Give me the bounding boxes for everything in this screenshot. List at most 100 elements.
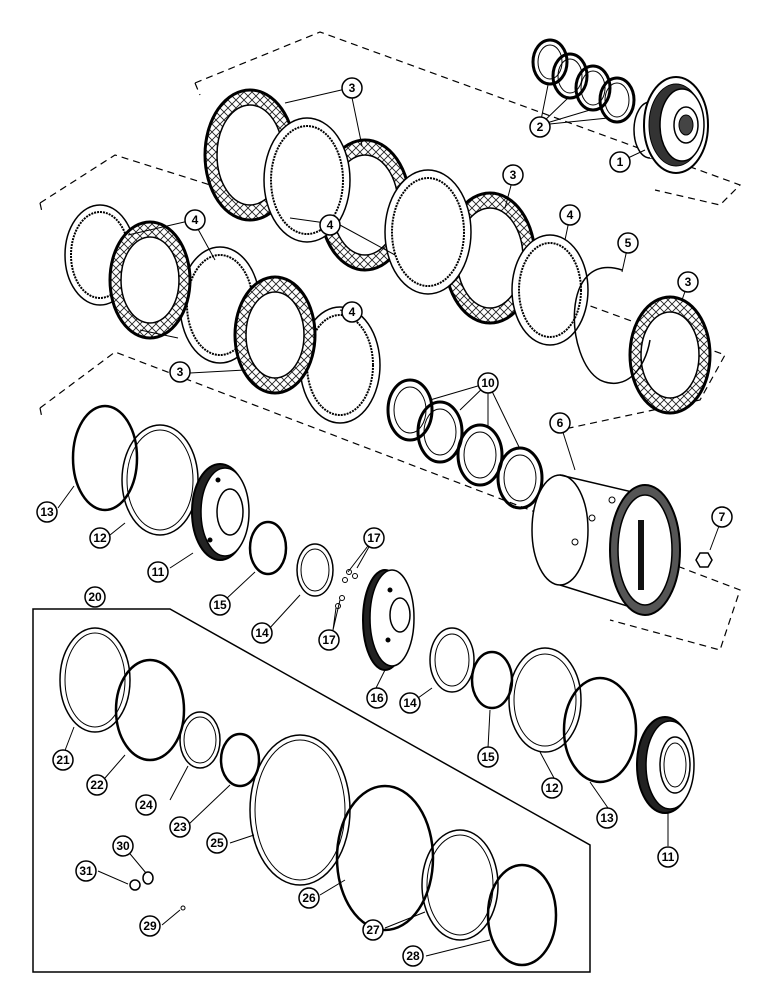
callout-13: 13 — [36, 501, 58, 523]
callout-17: 17 — [318, 629, 340, 651]
hub-part-1 — [633, 76, 709, 174]
callout-22: 22 — [86, 774, 108, 796]
callout-4: 4 — [184, 209, 206, 231]
snap-ring-5 — [573, 266, 651, 385]
svg-text:24: 24 — [139, 798, 153, 812]
svg-text:26: 26 — [302, 891, 316, 905]
svg-text:20: 20 — [88, 590, 102, 604]
svg-text:16: 16 — [370, 691, 384, 705]
svg-text:21: 21 — [56, 753, 70, 767]
svg-text:31: 31 — [79, 864, 93, 878]
svg-text:11: 11 — [662, 850, 675, 864]
callout-4: 4 — [341, 301, 363, 323]
svg-text:10: 10 — [481, 376, 495, 390]
callout-24: 24 — [135, 794, 157, 816]
balls-17 — [335, 569, 358, 609]
callout-29: 29 — [139, 915, 161, 937]
kit-outline — [32, 608, 591, 973]
callout-7: 7 — [711, 506, 733, 528]
seal-ring-15-right — [470, 650, 514, 710]
callout-5: 5 — [617, 232, 639, 254]
callout-1: 1 — [609, 151, 631, 173]
callout-12: 12 — [89, 527, 111, 549]
callout-31: 31 — [75, 860, 97, 882]
svg-text:3: 3 — [349, 81, 356, 95]
svg-text:13: 13 — [600, 811, 614, 825]
svg-text:7: 7 — [719, 510, 726, 524]
seal-ring-13-left — [71, 404, 139, 512]
drum-housing-6 — [531, 474, 681, 616]
seal-ring-15-left — [248, 520, 288, 576]
callout-11: 11 — [657, 846, 679, 868]
svg-text:15: 15 — [213, 598, 227, 612]
svg-text:11: 11 — [152, 565, 165, 579]
svg-text:4: 4 — [349, 305, 356, 319]
svg-text:28: 28 — [406, 949, 420, 963]
svg-text:3: 3 — [685, 275, 692, 289]
callout-14: 14 — [251, 622, 273, 644]
svg-text:23: 23 — [173, 820, 187, 834]
svg-text:27: 27 — [366, 923, 380, 937]
callout-3: 3 — [341, 77, 363, 99]
callout-21: 21 — [52, 749, 74, 771]
steel-plates-row1 — [263, 117, 472, 295]
callout-16: 16 — [366, 687, 388, 709]
kit-seals — [59, 627, 558, 967]
seal-rings-2 — [531, 38, 636, 124]
callout-11: 11 — [147, 561, 169, 583]
svg-text:15: 15 — [481, 750, 495, 764]
callout-25: 25 — [206, 832, 228, 854]
callout-3: 3 — [169, 361, 191, 383]
callout-26: 26 — [298, 887, 320, 909]
callout-28: 28 — [402, 945, 424, 967]
callout-15: 15 — [477, 746, 499, 768]
svg-text:4: 4 — [192, 213, 199, 227]
callout-14: 14 — [399, 692, 421, 714]
svg-text:5: 5 — [625, 236, 632, 250]
svg-text:2: 2 — [537, 120, 544, 134]
svg-text:1: 1 — [617, 155, 624, 169]
callout-30: 30 — [112, 835, 134, 857]
seal-rings-10 — [386, 378, 544, 510]
svg-text:22: 22 — [90, 778, 104, 792]
callout-4: 4 — [319, 214, 341, 236]
seal-ring-14-right — [429, 627, 475, 693]
piston-16 — [362, 569, 415, 671]
svg-text:4: 4 — [327, 218, 334, 232]
svg-text:25: 25 — [210, 836, 224, 850]
svg-text:12: 12 — [545, 781, 559, 795]
callout-2: 2 — [529, 116, 551, 138]
nut-7 — [695, 552, 713, 568]
callout-6: 6 — [549, 412, 571, 434]
svg-text:6: 6 — [557, 416, 564, 430]
callout-4: 4 — [559, 204, 581, 226]
svg-text:13: 13 — [40, 505, 54, 519]
callout-3: 3 — [677, 271, 699, 293]
callout-15: 15 — [209, 594, 231, 616]
friction-discs-row2 — [108, 220, 712, 415]
callout-20: 20 — [84, 586, 106, 608]
svg-text:3: 3 — [510, 168, 517, 182]
callout-17: 17 — [363, 527, 385, 549]
svg-text:17: 17 — [367, 531, 381, 545]
svg-text:14: 14 — [255, 626, 269, 640]
svg-text:3: 3 — [177, 365, 184, 379]
piston-11-left — [191, 463, 250, 561]
seal-ring-14-left — [296, 543, 334, 597]
callout-13: 13 — [596, 807, 618, 829]
svg-text:14: 14 — [403, 696, 417, 710]
callout-23: 23 — [169, 816, 191, 838]
svg-text:30: 30 — [116, 839, 130, 853]
callout-27: 27 — [362, 919, 384, 941]
piston-11-right — [636, 716, 695, 814]
svg-text:4: 4 — [567, 208, 574, 222]
svg-text:12: 12 — [93, 531, 107, 545]
svg-text:29: 29 — [143, 919, 157, 933]
callout-3: 3 — [502, 164, 524, 186]
seal-ring-13-right — [562, 676, 638, 784]
callout-10: 10 — [477, 372, 499, 394]
svg-text:17: 17 — [322, 633, 336, 647]
callouts: 1 2 3 3 3 3 4 4 4 4 5 6 7 10 11 11 12 12… — [36, 77, 733, 967]
callout-12: 12 — [541, 777, 563, 799]
